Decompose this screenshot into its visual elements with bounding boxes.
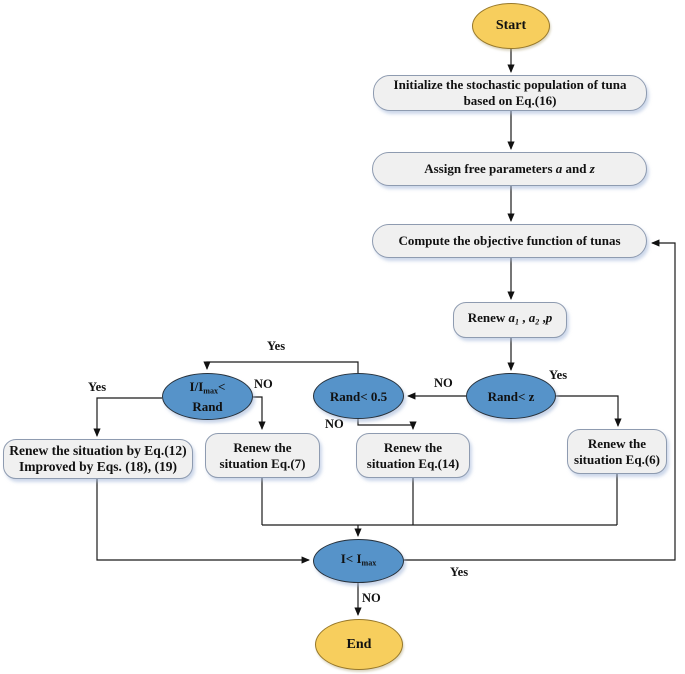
edge-rand05-no (357, 419, 417, 430)
edge-iimaxrand-yes (93, 397, 162, 437)
decision-i-imax-rand-line2: Rand (192, 398, 223, 414)
edge-rand05-yes (203, 361, 359, 373)
edge-iimax-yes-loop (404, 239, 676, 561)
process-eq6-line1: Renew the (587, 435, 647, 451)
edge-label-iimaxrand-yes: Yes (88, 380, 107, 394)
edge-label-end-no: NO (362, 591, 381, 605)
process-eq12: Renew the situation by Eq.(12) Improved … (3, 439, 193, 479)
process-eq7-line2: situation Eq.(7) (219, 455, 306, 471)
process-initialize: Initialize the stochastic population of … (373, 75, 647, 111)
edge-iimaxrand-no (253, 396, 266, 430)
edge-label-rand05-no: NO (325, 417, 344, 431)
process-eq6: Renew the situation Eq.(6) (567, 429, 667, 474)
edge-label-loop-yes: Yes (450, 565, 469, 579)
decision-rand-z: Rand< z (466, 373, 556, 419)
decision-i-imax-rand: I/Imax< Rand (162, 373, 253, 420)
decision-i-imax-label: I< Imax (340, 551, 377, 568)
process-renew-parameters: Renew a1 , a2 ,p (453, 302, 567, 338)
edge-label-randz-no: NO (434, 376, 453, 390)
process-initialize-line1: Initialize the stochastic population of … (393, 77, 627, 92)
edge-randz-yes (556, 395, 622, 427)
start-terminal: Start (472, 3, 550, 49)
decision-i-imax-rand-line1: I/Imax< (189, 379, 226, 396)
process-eq6-line2: situation Eq.(6) (574, 451, 660, 467)
decision-rand-z-label: Rand< z (487, 388, 535, 404)
process-compute-label: Compute the objective function of tunas (398, 233, 621, 248)
process-eq14-line2: situation Eq.(14) (366, 455, 460, 471)
process-eq14: Renew the situation Eq.(14) (356, 433, 470, 478)
process-initialize-line2: based on Eq.(16) (463, 93, 557, 108)
process-eq14-line1: Renew the (383, 439, 443, 455)
process-compute-objective: Compute the objective function of tunas (372, 224, 647, 258)
end-label: End (346, 636, 372, 652)
edge-label-rand05-yes: Yes (267, 339, 286, 353)
process-renew-parameters-label: Renew a1 , a2 ,p (467, 309, 553, 327)
start-label: Start (495, 18, 527, 33)
process-eq7-line1: Renew the (233, 439, 292, 455)
edge-label-randz-yes: Yes (549, 368, 568, 382)
decision-rand-05-label: Rand< 0.5 (329, 388, 388, 404)
decision-i-imax: I< Imax (313, 539, 404, 583)
process-assign-parameters: Assign free parameters a and z (372, 152, 647, 186)
process-assign-label: Assign free parameters a and z (424, 161, 595, 176)
process-eq12-line2: Improved by Eqs. (18), (19) (18, 459, 177, 474)
edge-label-iimaxrand-no: NO (254, 377, 273, 391)
decision-rand-05: Rand< 0.5 (313, 373, 404, 419)
process-eq7: Renew the situation Eq.(7) (205, 433, 320, 478)
end-terminal: End (315, 619, 403, 670)
edge-eq12-iimax (96, 479, 310, 564)
process-eq12-line1: Renew the situation by Eq.(12) (9, 443, 187, 458)
